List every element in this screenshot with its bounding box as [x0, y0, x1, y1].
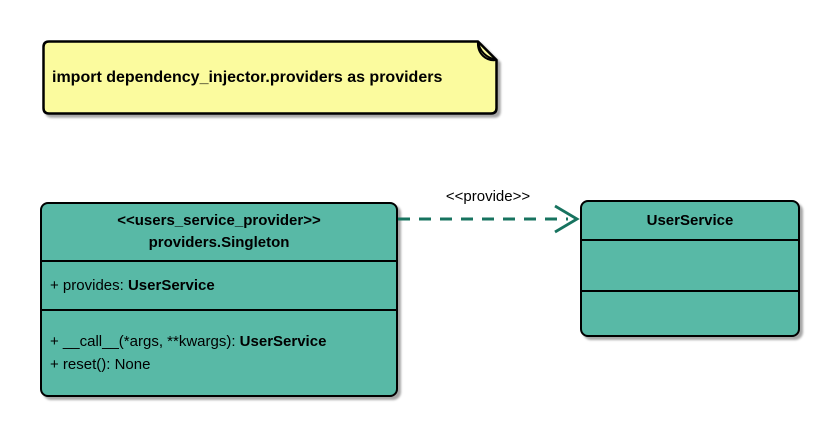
note-fold-corner-icon — [476, 40, 498, 62]
class-methods-compartment-empty — [582, 290, 798, 335]
method-reset: + reset(): None — [50, 356, 151, 373]
note-body — [42, 40, 498, 115]
class-title-compartment: <<users_service_provider>> providers.Sin… — [42, 204, 396, 260]
note-text: import dependency_injector.providers as … — [52, 68, 443, 86]
attribute-provides: + provides: UserService — [50, 277, 215, 294]
class-attributes-compartment: + provides: UserService — [42, 260, 396, 309]
class-name: providers.Singleton — [148, 234, 290, 251]
method-call: + __call__(*args, **kwargs): UserService — [50, 333, 327, 350]
provide-edge-arrowhead-icon — [554, 204, 580, 234]
provide-edge — [398, 204, 580, 234]
class-user-service: UserService — [580, 200, 800, 337]
class-stereotype: <<users_service_provider>> — [117, 212, 321, 229]
provide-edge-label: <<provide>> — [445, 188, 531, 205]
import-note: import dependency_injector.providers as … — [42, 40, 498, 115]
class-title-compartment: UserService — [582, 202, 798, 239]
class-attributes-compartment-empty — [582, 239, 798, 290]
class-name: UserService — [646, 212, 734, 229]
note-shape — [42, 40, 498, 115]
class-methods-compartment: + __call__(*args, **kwargs): UserService… — [42, 309, 396, 395]
class-providers-singleton: <<users_service_provider>> providers.Sin… — [40, 202, 398, 397]
